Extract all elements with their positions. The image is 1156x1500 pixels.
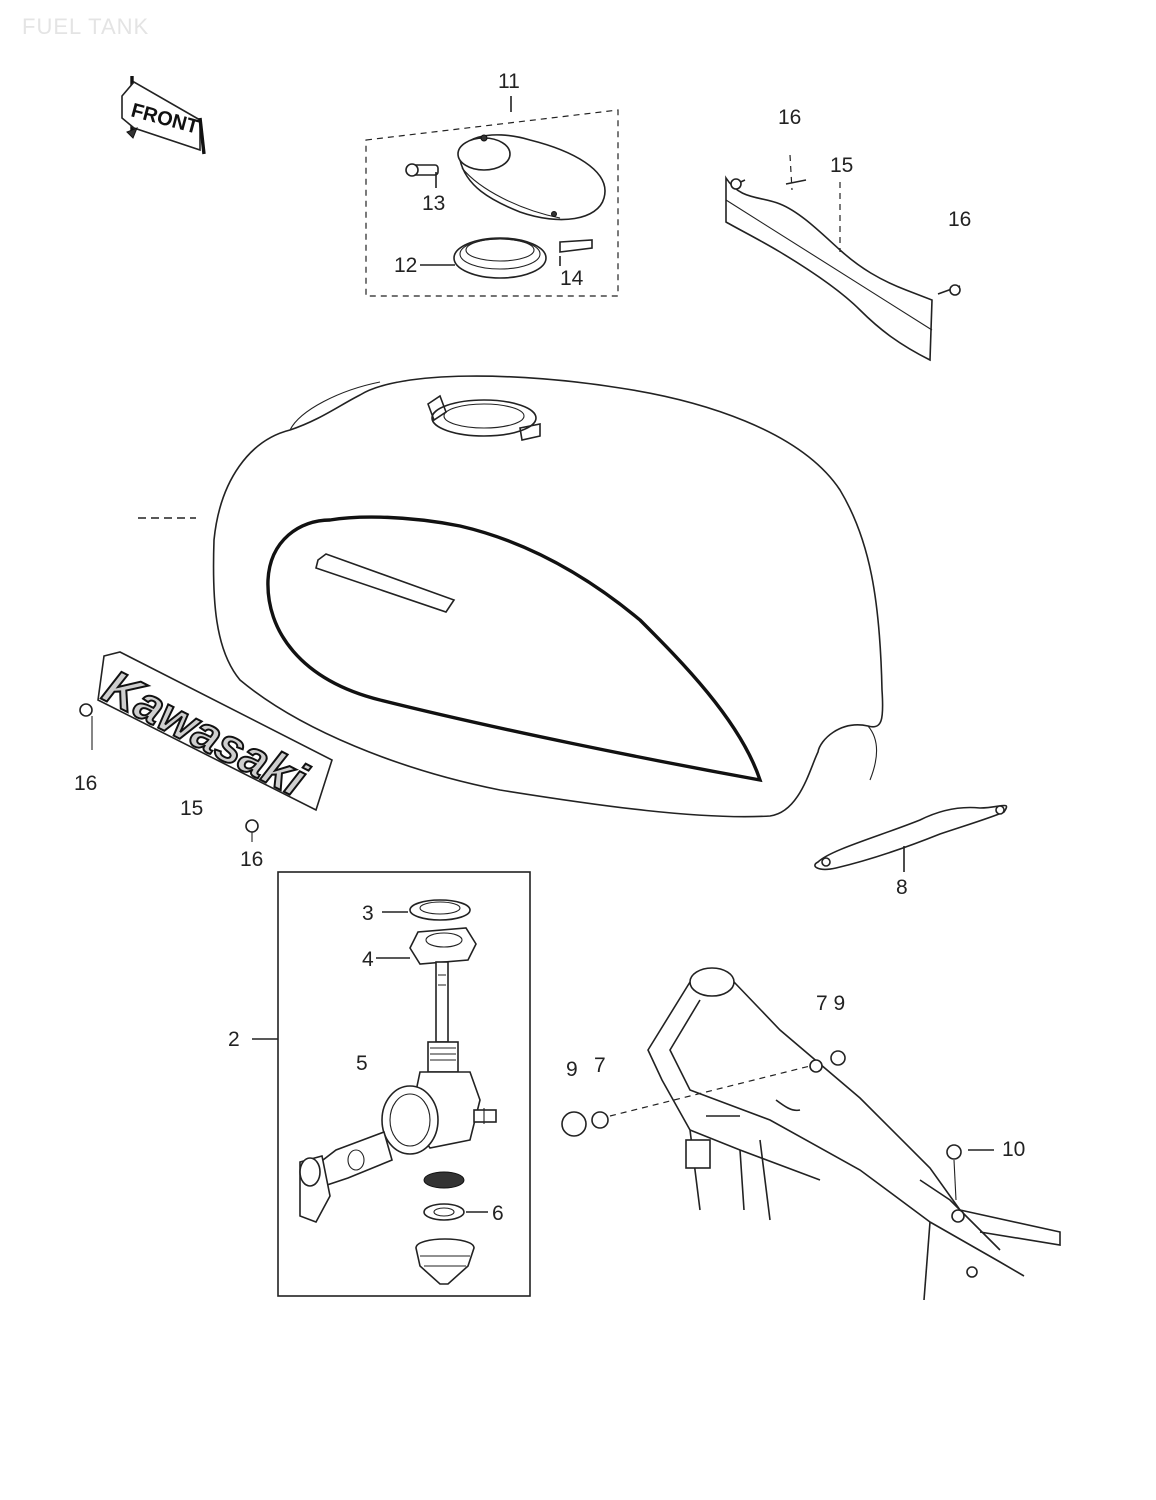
cap-cover [457, 134, 606, 221]
spring-pin [559, 239, 593, 266]
label-part-15-top: 15 [830, 154, 853, 177]
frame-group [561, 967, 1061, 1301]
label-part-2: 2 [228, 1028, 240, 1051]
front-sign: FRONT [121, 76, 206, 155]
label-part-9: 9 [566, 1058, 578, 1081]
label-part-5: 5 [356, 1052, 368, 1075]
label-part-11: 11 [498, 70, 520, 93]
fuel-tap-lever [299, 1130, 393, 1223]
label-part-16-top: 16 [778, 106, 801, 129]
label-part-6: 6 [492, 1202, 504, 1225]
label-part-16-left: 16 [74, 772, 97, 795]
label-part-3: 3 [362, 902, 374, 925]
label-part-7-9: 7 9 [816, 992, 845, 1015]
label-part-16-bottom: 16 [240, 848, 263, 871]
label-part-14: 14 [560, 267, 584, 290]
page-title: FUEL TANK [22, 14, 150, 39]
label-part-16-right: 16 [948, 208, 971, 231]
label-part-8: 8 [896, 876, 908, 899]
fuel-tap-group [252, 871, 531, 1297]
label-part-13: 13 [422, 192, 445, 215]
filler-neck [427, 394, 541, 441]
cap-assembly-group [365, 96, 619, 297]
label-part-4: 4 [362, 948, 374, 971]
fuel-tap-body [381, 1041, 497, 1155]
tank-bracket [814, 804, 1008, 872]
emblem-right-side [725, 154, 961, 362]
label-part-10: 10 [1002, 1138, 1025, 1161]
cap-gasket [420, 237, 547, 279]
fuel-tank-body [138, 375, 884, 818]
cap-pin [405, 163, 439, 188]
label-part-15-left: 15 [180, 797, 203, 820]
label-part-7: 7 [594, 1054, 606, 1077]
label-part-12: 12 [394, 254, 417, 277]
